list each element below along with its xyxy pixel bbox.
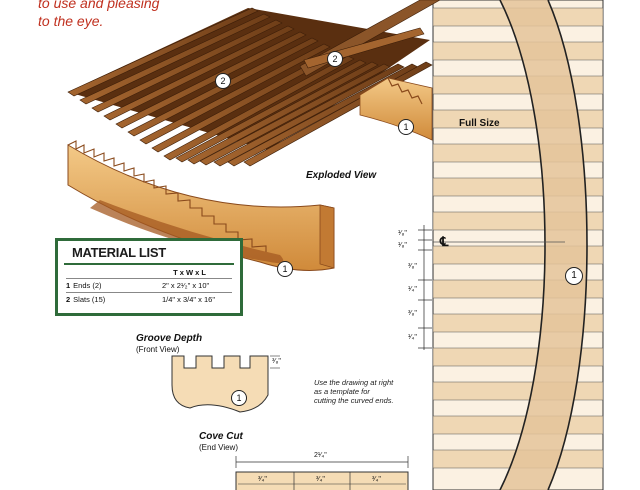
- template-curve-outer: [547, 0, 588, 490]
- groove-depth-drawing: [171, 355, 280, 413]
- groove-depth-title: Groove Depth: [136, 333, 203, 344]
- template-note: Use the drawing at right as a template f…: [314, 378, 394, 405]
- material-list-title: MATERIAL LIST: [64, 241, 234, 265]
- dim-fs-3: ³⁄₈": [408, 263, 417, 270]
- callout-groove-end: 1: [231, 390, 247, 406]
- centerline-symbol: ℄: [440, 234, 449, 249]
- template-curved-band: [500, 0, 587, 490]
- dim-groove-depth: ³⁄₈": [272, 358, 281, 365]
- dim-cove-seg-2: ³⁄₄": [316, 476, 325, 483]
- material-row-name: Slats (15): [73, 295, 106, 304]
- full-size-template: [432, 0, 604, 490]
- cove-cut-subtitle: (End View): [199, 443, 238, 452]
- intro-line-1: to use and pleasing: [38, 0, 160, 11]
- material-row-num: 1: [66, 281, 71, 290]
- template-curve-inner: [499, 0, 546, 490]
- material-row-dims: 2" x 2¹⁄₂" x 10": [162, 281, 210, 290]
- dim-cove-seg-3: ³⁄₄": [372, 476, 381, 483]
- callout-end-back: 1: [398, 119, 414, 135]
- cove-cut-title: Cove Cut: [199, 431, 243, 442]
- fs-dimension-lines: [418, 225, 432, 350]
- dim-fs-1: ¹⁄₈": [398, 230, 407, 237]
- callout-full-size-end: 1: [565, 267, 583, 285]
- material-row-name: Ends (2): [73, 281, 102, 290]
- callout-slats-a: 2: [215, 73, 231, 89]
- dim-fs-2: ¹⁄₈": [398, 242, 407, 249]
- intro-text: to use and pleasing to the eye.: [38, 0, 159, 30]
- cove-cut-drawing: [235, 456, 409, 490]
- dim-fs-6: ¹⁄₄": [408, 334, 417, 341]
- exploded-view-label: Exploded View: [306, 170, 377, 181]
- dim-cove-seg-1: ³⁄₄": [258, 476, 267, 483]
- callout-end-front: 1: [277, 261, 293, 277]
- dim-cove-total: 2¹⁄₄": [314, 452, 327, 459]
- intro-line-2: to the eye.: [38, 13, 104, 29]
- dim-fs-4: ¹⁄₄": [408, 286, 417, 293]
- callout-slats-b: 2: [327, 51, 343, 67]
- material-row-dims: 1/4" x 3/4" x 16": [162, 295, 216, 304]
- full-size-label: Full Size: [459, 118, 500, 129]
- groove-depth-subtitle: (Front View): [136, 345, 180, 354]
- dim-fs-5: ³⁄₈": [408, 310, 417, 317]
- material-row-num: 2: [66, 295, 71, 304]
- material-list-columns: T x W x L: [173, 268, 206, 277]
